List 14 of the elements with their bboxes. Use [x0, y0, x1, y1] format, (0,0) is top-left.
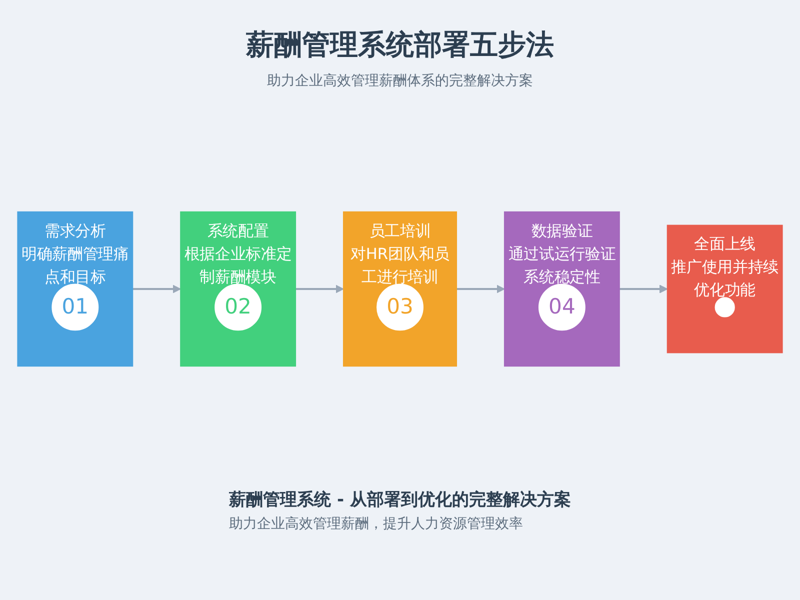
cluster: 全面上线 推广使用并持续优化功能 — [666, 224, 783, 354]
arrow — [296, 284, 344, 294]
arrow — [619, 284, 668, 294]
node-circle: 03 — [376, 284, 424, 331]
node-circle: 04 — [538, 284, 586, 331]
arrow — [456, 284, 505, 294]
subtitle: 助力企业高效管理薪酬体系的完整解决方案 — [267, 72, 533, 90]
footer-heading: 薪酬管理系统 - 从部署到优化的完整解决方案 — [229, 489, 571, 511]
node-circle: 02 — [214, 284, 262, 331]
node-circle: 01 — [52, 284, 99, 331]
footer-text: 助力企业高效管理薪酬，提升人力资源管理效率 — [229, 515, 524, 533]
arrow — [132, 284, 181, 294]
title: 薪酬管理系统部署五步法 — [246, 27, 554, 63]
node-circle — [714, 297, 735, 318]
